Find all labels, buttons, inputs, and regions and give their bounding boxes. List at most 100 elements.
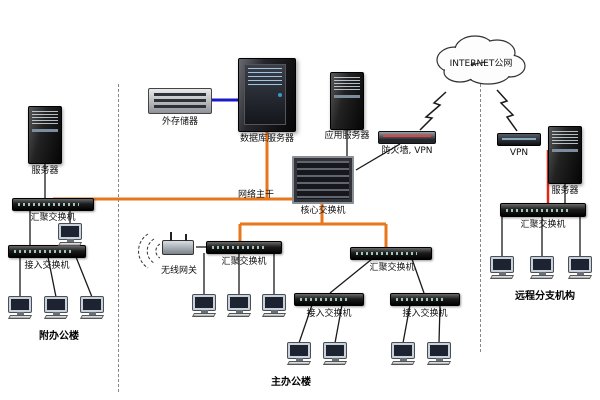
switch-ports xyxy=(396,298,445,302)
monitor-screen xyxy=(392,343,414,358)
monitor-screen xyxy=(193,295,215,310)
server-drive-bay xyxy=(334,95,360,98)
monitor-screen xyxy=(569,257,591,272)
firewall-stripe xyxy=(383,135,431,137)
access-left-label: 接入交换机 xyxy=(24,261,70,271)
vpn-appliance xyxy=(497,133,541,146)
aggregation-switch-center-left xyxy=(206,241,282,254)
keyboard xyxy=(57,242,83,246)
server-vents xyxy=(552,131,578,145)
workstation-icon xyxy=(322,343,349,366)
monitor-screen xyxy=(45,297,67,312)
monitor-stand xyxy=(577,272,584,275)
core-switch-label: 核心交换机 xyxy=(300,206,346,216)
storage-label: 外存储器 xyxy=(161,117,198,127)
server-led xyxy=(278,93,282,97)
server-vents xyxy=(248,68,282,88)
server-drive-bay xyxy=(552,149,578,152)
monitor-stand xyxy=(236,310,243,313)
keyboard xyxy=(191,313,217,317)
monitor-stand xyxy=(296,358,303,361)
agg-center-left-label: 汇聚交换机 xyxy=(221,257,267,267)
database-server xyxy=(238,58,296,132)
monitor-screen xyxy=(491,257,513,272)
vpn-stripe xyxy=(502,138,536,140)
monitor-screen xyxy=(9,297,31,312)
firewall-label: 防火墙, VPN xyxy=(381,146,433,156)
lightning-links xyxy=(419,89,518,132)
workstation-icon xyxy=(426,343,453,366)
firewall-appliance xyxy=(378,131,436,144)
server-right-label: 服务器 xyxy=(551,186,579,196)
aggregation-switch-center-right xyxy=(350,247,432,260)
monitor-stand xyxy=(332,358,339,361)
server-vents xyxy=(32,111,58,125)
zone-center-label: 主办公楼 xyxy=(271,377,311,388)
app-server-label: 应用服务器 xyxy=(324,131,370,141)
keyboard xyxy=(390,361,416,365)
monitor-stand xyxy=(67,239,74,242)
workstation-icon xyxy=(43,297,70,320)
core-switch-rack xyxy=(292,156,354,204)
agg-branch-label: 汇聚交换机 xyxy=(520,220,566,230)
monitor-stand xyxy=(53,312,60,315)
switch-ports xyxy=(212,246,267,250)
wireless-gateway xyxy=(162,232,194,255)
keyboard xyxy=(286,361,312,365)
storage-slots xyxy=(154,93,206,109)
switch-ports xyxy=(14,250,71,254)
keyboard xyxy=(226,313,252,317)
keyboard xyxy=(43,315,69,319)
monitor-screen xyxy=(59,224,81,239)
server-tower-right xyxy=(548,126,582,184)
monitor-screen xyxy=(324,343,346,358)
monitor-screen xyxy=(288,343,310,358)
switch-ports xyxy=(18,203,79,207)
monitor-screen xyxy=(81,297,103,312)
server-left-label: 服务器 xyxy=(31,166,59,176)
monitor-stand xyxy=(89,312,96,315)
workstation-icon xyxy=(567,257,594,280)
keyboard xyxy=(567,275,593,279)
server-vents xyxy=(334,77,360,91)
agg-left-label: 汇聚交换机 xyxy=(30,213,76,223)
monitor-screen xyxy=(531,257,553,272)
keyboard xyxy=(489,275,515,279)
switch-ports xyxy=(300,298,349,302)
workstation-icon xyxy=(529,257,556,280)
wireless-label: 无线网关 xyxy=(160,266,197,276)
zone-left-label: 附办公楼 xyxy=(39,331,79,342)
monitor-stand xyxy=(17,312,24,315)
workstation-icon xyxy=(390,343,417,366)
monitor-stand xyxy=(201,310,208,313)
server-tower-left xyxy=(28,106,62,164)
workstation-icon xyxy=(7,297,34,320)
aggregation-switch-branch xyxy=(500,203,586,217)
agg-center-right-label: 汇聚交换机 xyxy=(369,263,415,273)
workstation-icon xyxy=(286,343,313,366)
db-server-label: 数据库服务器 xyxy=(239,134,294,144)
rack-units xyxy=(297,161,349,199)
workstation-icon xyxy=(261,295,288,318)
access-1-label: 接入交换机 xyxy=(306,309,352,319)
access-2-label: 接入交换机 xyxy=(402,309,448,319)
workstation-icon xyxy=(191,295,218,318)
monitor-stand xyxy=(539,272,546,275)
monitor-stand xyxy=(271,310,278,313)
internet-cloud-fill xyxy=(438,37,524,83)
keyboard xyxy=(261,313,287,317)
antenna-icon xyxy=(185,234,187,241)
zone-right-label: 远程分支机构 xyxy=(515,291,575,302)
switch-ports xyxy=(356,252,417,256)
backbone-label: 网络主干 xyxy=(237,190,274,200)
workstation-icon xyxy=(226,295,253,318)
zone-divider-right xyxy=(480,84,481,352)
keyboard xyxy=(79,315,105,319)
external-storage xyxy=(148,88,212,114)
keyboard xyxy=(7,315,33,319)
application-server xyxy=(330,72,364,130)
monitor-stand xyxy=(499,272,506,275)
wifi-signal-arcs xyxy=(138,233,161,269)
